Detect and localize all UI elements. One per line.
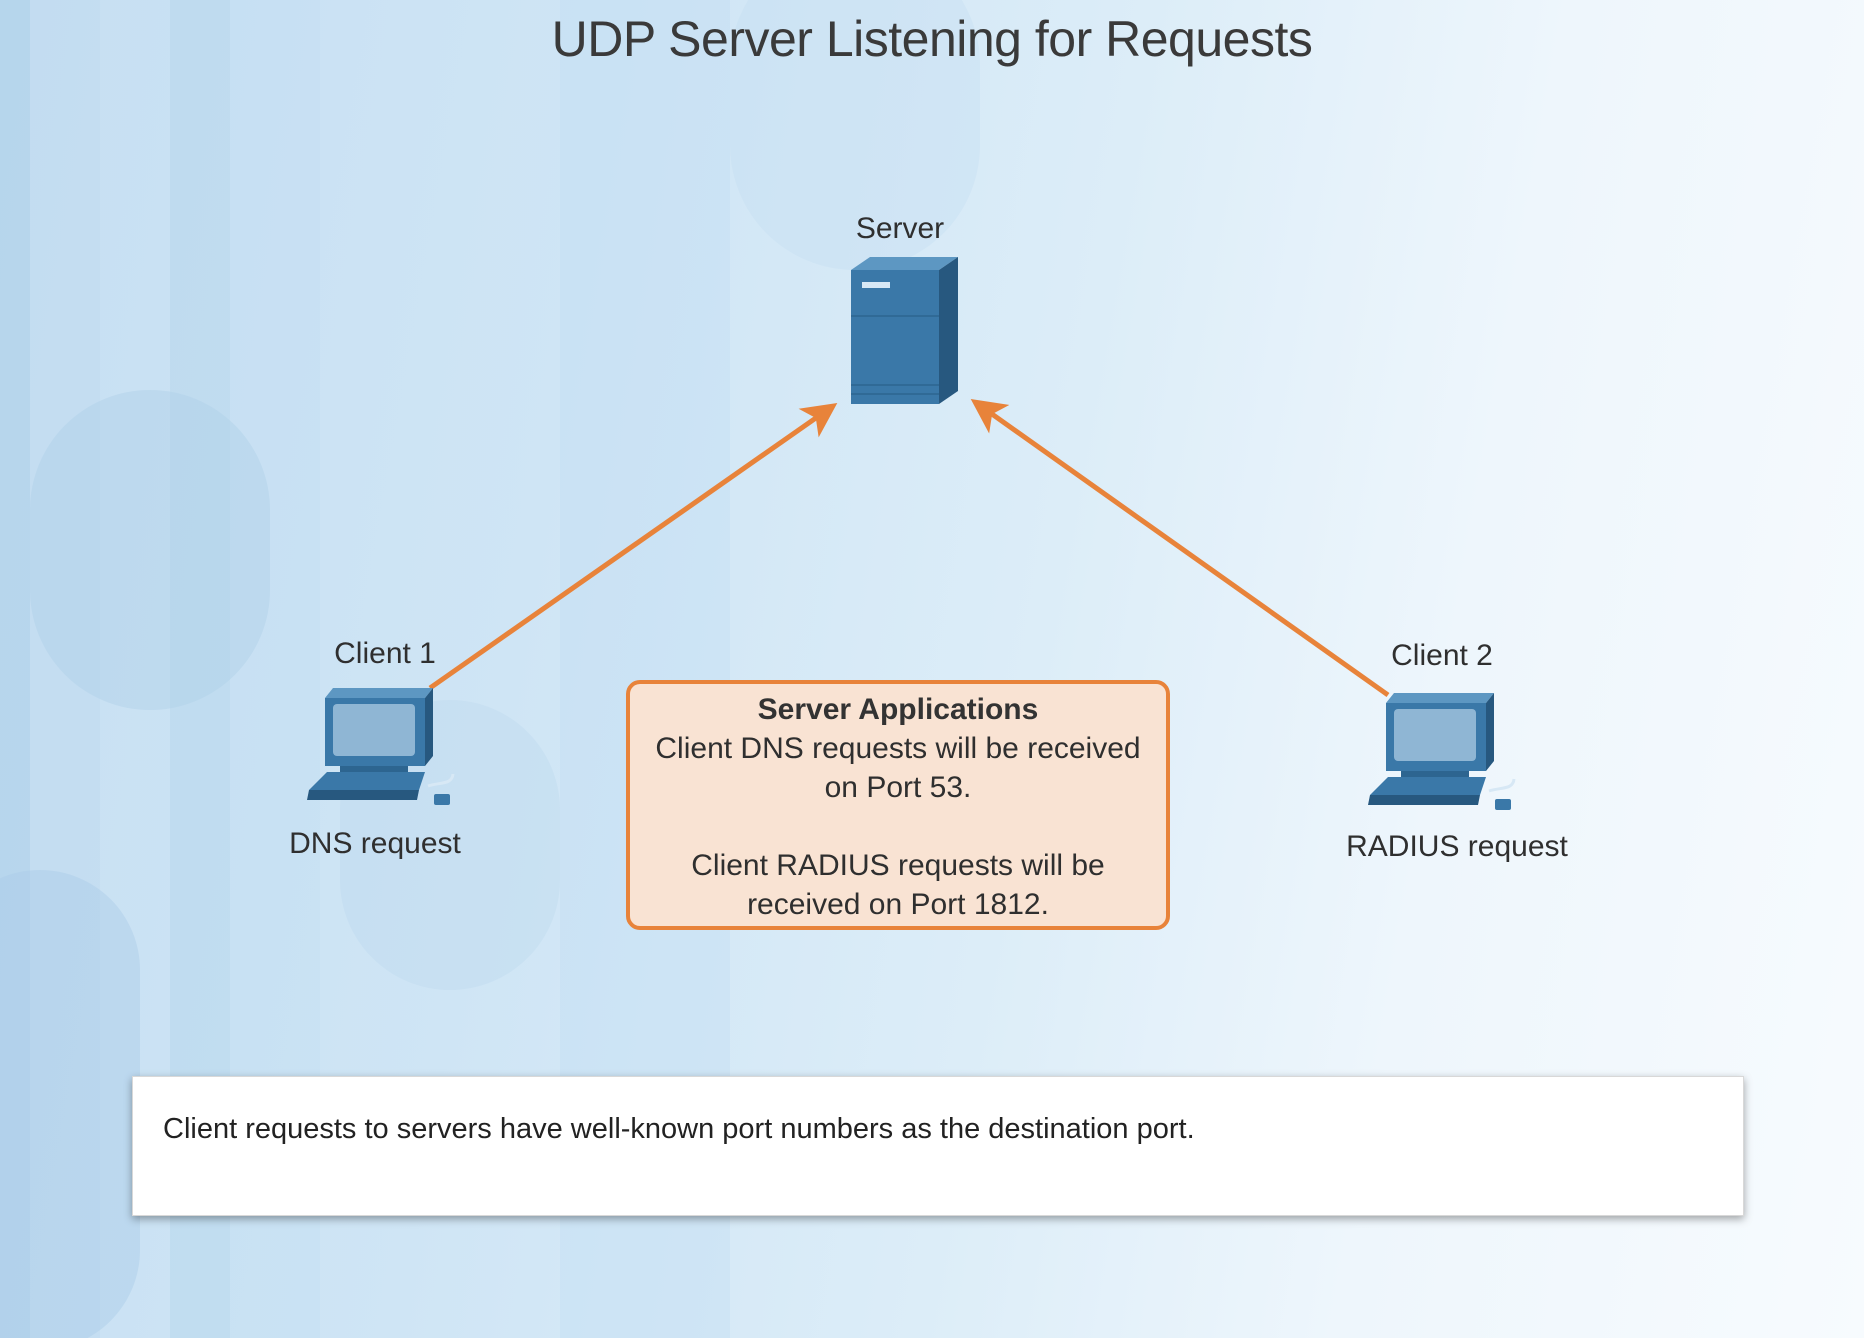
background-blob [0,870,140,1338]
arrow-client1-to-server [428,402,838,691]
arrow-client2-to-server [970,398,1390,698]
background-blob [30,390,270,710]
client2-request-label: RADIUS request [1346,830,1568,863]
client2-computer-icon [1368,693,1516,810]
background-stripe [30,0,100,1338]
server-icon [851,257,958,404]
info-box-spacer [630,807,1166,846]
info-box-line: received on Port 1812. [747,888,1049,921]
diagram-title: UDP Server Listening for Requests [551,11,1313,67]
background-stripe [0,0,30,1338]
client1-label: Client 1 [334,637,436,670]
client1-request-label: DNS request [289,827,461,860]
background-blob [730,0,980,270]
server-applications-box: Server Applications Client DNS requests … [626,680,1170,930]
info-box-line: Client DNS requests will be received [655,732,1141,765]
caption-text: Client requests to servers have well-kno… [163,1113,1195,1145]
caption-box: Client requests to servers have well-kno… [132,1076,1744,1216]
client2-label: Client 2 [1391,639,1493,672]
info-box-line: on Port 53. [824,771,972,804]
info-box-heading: Server Applications [757,693,1039,726]
info-box-line: Client RADIUS requests will be [691,849,1105,882]
server-label: Server [855,212,945,245]
client1-computer-icon [307,688,455,805]
